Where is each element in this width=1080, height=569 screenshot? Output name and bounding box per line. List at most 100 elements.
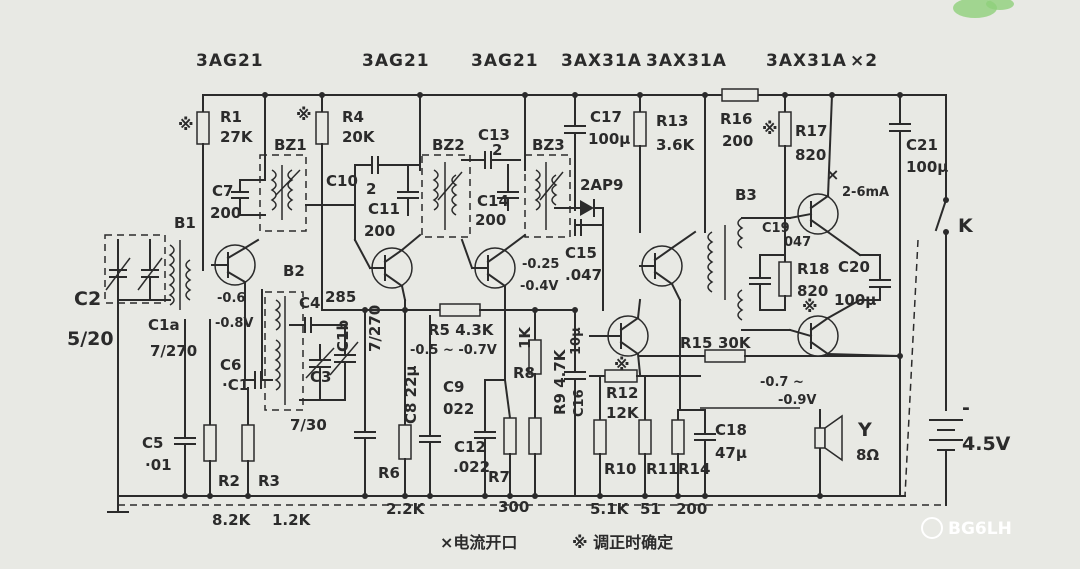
current-label: 2-6mA [842, 185, 889, 200]
r14-label: R14 [678, 460, 710, 478]
star-mark-r1: ※ [178, 115, 194, 134]
r18-label: R18 [797, 260, 829, 278]
r11-label: R11 [646, 460, 678, 478]
r4-value: 20K [342, 128, 376, 146]
capacitor-c10 [305, 156, 421, 241]
capacitor-c13 [461, 151, 521, 169]
val-285: 285 [325, 288, 356, 306]
r16-label: R16 [720, 110, 752, 128]
c12-value: .022 [453, 458, 490, 476]
note-adjust: ※ 调正时确定 [572, 533, 673, 552]
speaker-label: Y [857, 419, 872, 441]
r10-label: R10 [604, 460, 636, 478]
battery-minus: - [962, 397, 970, 419]
dashed-guide [904, 239, 919, 497]
c20-value: 100μ [834, 291, 876, 309]
r3-value: 1.2K [272, 511, 312, 529]
resistor-r8 [528, 309, 542, 419]
resistor-r18 [759, 254, 792, 311]
if-transformer-bz2 [419, 94, 471, 238]
switch-k [934, 94, 949, 411]
capacitor-c21 [889, 94, 911, 497]
c8-label: C8 22μ [402, 365, 420, 424]
capacitor-c15 [574, 219, 604, 236]
capacitor-c9 [419, 315, 441, 497]
c16-value: 10μ [569, 327, 584, 355]
diode-label: 2AP9 [580, 176, 623, 194]
r9-label: R9 4.7K [551, 348, 569, 415]
c14-value: 200 [475, 211, 506, 229]
r3-label: R3 [258, 472, 280, 490]
c11-label: C11 [368, 200, 400, 218]
resistor-r16 [721, 88, 759, 102]
r8-value: 1K [516, 326, 534, 349]
resistor-r17 [778, 94, 792, 256]
c5-label: C5 [142, 434, 163, 452]
top-label-q5: 3AX31A [646, 51, 727, 71]
battery-label: 4.5V [962, 433, 1011, 455]
resistor-r11 [638, 375, 652, 497]
c21-label: C21 [906, 136, 938, 154]
c9-label: C9 [443, 378, 464, 396]
c20-label: C20 [838, 258, 870, 276]
r1-value: 27K [220, 128, 254, 146]
c3-value: 7/30 [290, 416, 327, 434]
top-label-x2: ×2 [850, 51, 878, 71]
r17-label: R17 [795, 122, 827, 140]
bz1-label: BZ1 [274, 136, 307, 154]
r5-voltage: -0.5 ~ -0.7V [410, 343, 497, 358]
c7-value: 200 [210, 204, 241, 222]
r4-label: R4 [342, 108, 364, 126]
c13-value: 2 [492, 141, 502, 159]
star-mark-r17: ※ [762, 119, 778, 138]
if-transformer-bz1 [259, 94, 307, 232]
c1b-value: 7/270 [366, 305, 384, 352]
r13-value: 3.6K [656, 136, 696, 154]
c10-label: C10 [326, 172, 358, 190]
output-transformer-b3 [704, 94, 791, 331]
c6-label: C6 [220, 356, 241, 374]
note-current-opening: ×电流开口 [440, 533, 517, 552]
cross-mark: × [826, 165, 839, 184]
c21-value: 100μ [906, 158, 948, 176]
c5-value: ·01 [145, 456, 172, 474]
resistor-r14 [671, 409, 685, 497]
capacitor-c5 [174, 319, 196, 497]
switch-label: K [958, 215, 974, 237]
resistor-r10 [593, 375, 607, 497]
transistor-q1 [211, 238, 260, 301]
c19-label: C19 [762, 221, 790, 236]
b1-label: B1 [174, 214, 196, 232]
top-label-q1: 3AG21 [196, 51, 264, 71]
capacitor-c1b-c3 [299, 324, 359, 401]
capacitor-c6 [244, 299, 273, 389]
bz2-label: BZ2 [432, 136, 465, 154]
c13-label: C13 [478, 126, 510, 144]
resistor-r12 [589, 369, 701, 383]
bias-voltage-2: -0.9V [778, 393, 817, 408]
bias-voltage-1: -0.7 ~ [760, 375, 804, 390]
c17-label: C17 [590, 108, 622, 126]
resistor-r2 [203, 319, 217, 497]
transistor-q2 [353, 233, 422, 426]
r14-value: 200 [676, 500, 707, 518]
speaker-y [814, 409, 843, 497]
r10-value: 5.1K [590, 500, 630, 518]
top-label-q2: 3AG21 [362, 51, 430, 71]
r12-label: R12 [606, 384, 638, 402]
resistor-r1 [196, 94, 210, 271]
r18-value: 820 [797, 282, 828, 300]
q3-voltage-1: -0.25 [522, 257, 559, 272]
c10-value: 2 [366, 180, 376, 198]
c1a-value: 7/270 [150, 342, 197, 360]
top-label-q4: 3AX31A [561, 51, 642, 71]
capacitor-c18 [679, 409, 716, 497]
c1a-label: C1a [148, 316, 180, 334]
resistor-r13 [633, 94, 647, 233]
c12-label: C12 [454, 438, 486, 456]
c15-value: .047 [565, 266, 602, 284]
top-label-q6: 3AX31A [766, 51, 847, 71]
r7-value: 300 [498, 498, 529, 516]
r6-label: R6 [378, 464, 400, 482]
